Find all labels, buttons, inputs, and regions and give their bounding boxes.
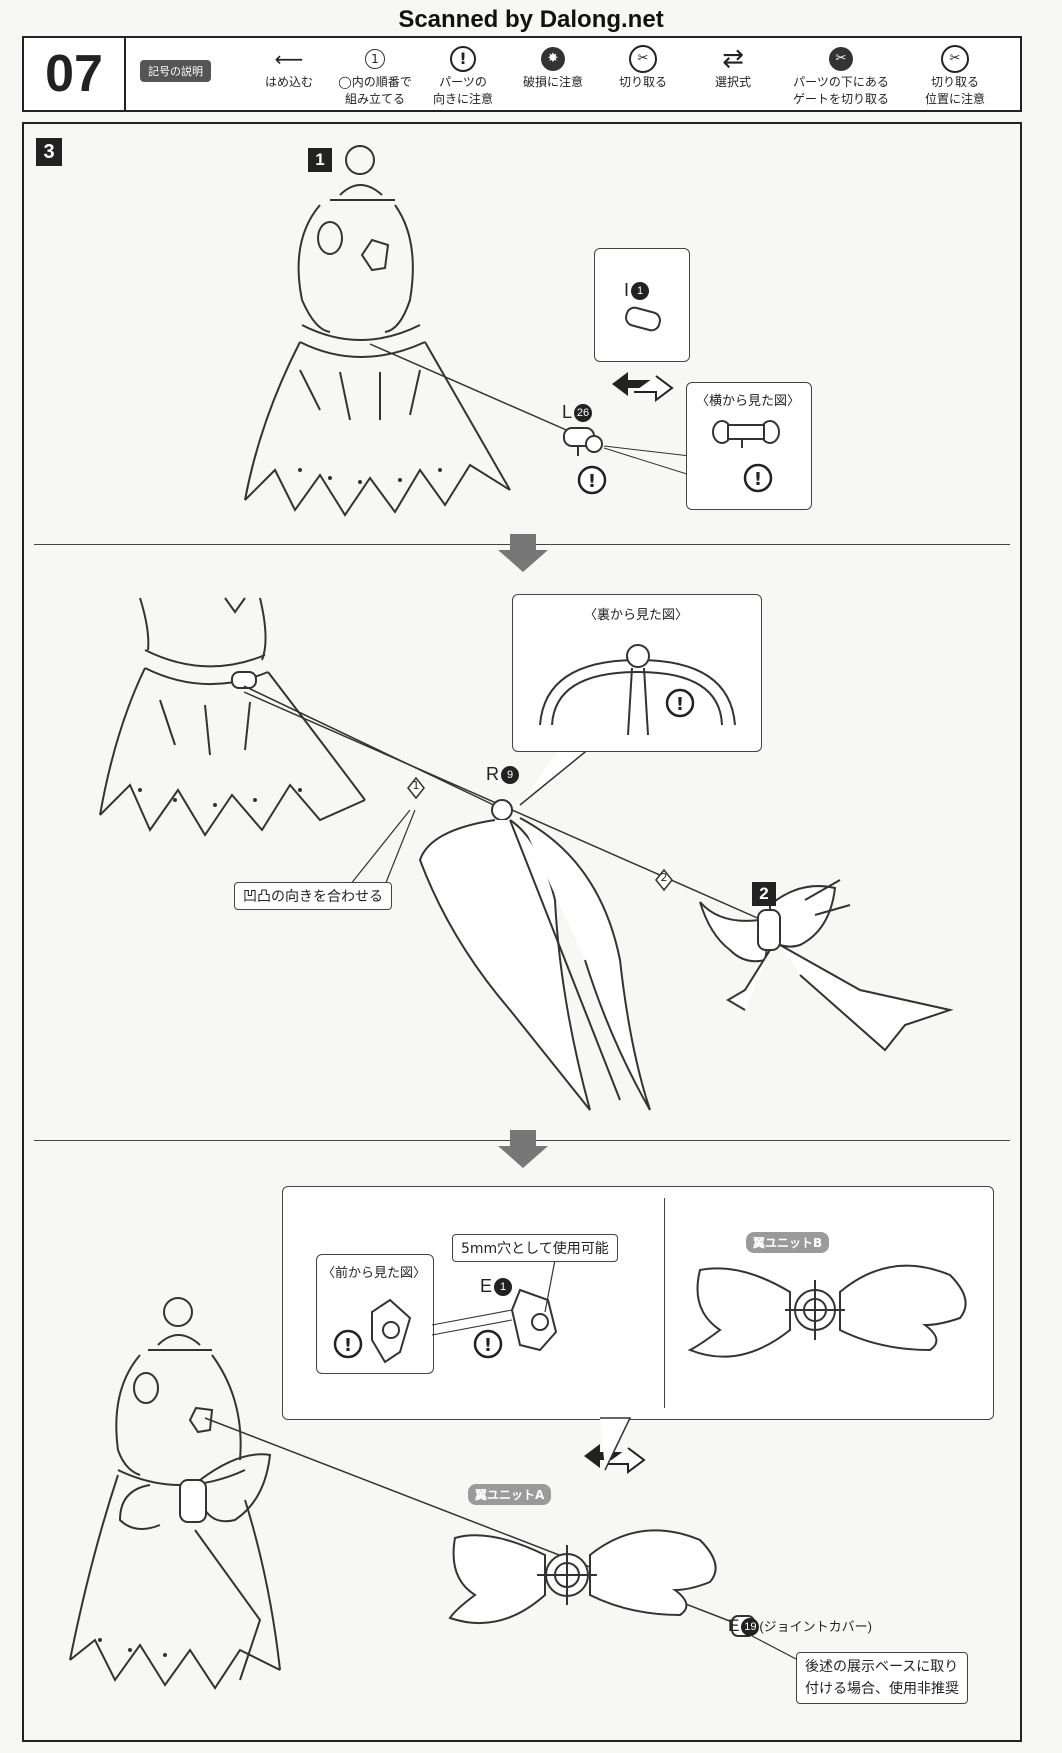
front-view-box	[316, 1254, 434, 1374]
align-note: 凹凸の向きを合わせる	[234, 882, 392, 910]
joint-cover-note: 後述の展示ベースに取り 付ける場合、使用非推奨	[796, 1652, 968, 1704]
legend-item-cut: ✂ 切り取る	[588, 44, 698, 91]
hole-note: 5mm穴として使用可能	[452, 1234, 618, 1262]
legend-item-breakage: ✸ 破損に注意	[498, 44, 608, 91]
choice-arrow-icon: ⇄	[722, 43, 744, 74]
legend-title: 記号の説明	[140, 60, 211, 82]
order-marker-2: 2	[660, 871, 668, 884]
order-marker-1: 1	[412, 779, 420, 792]
legend-item-orientation: ! パーツの 向きに注意	[408, 44, 518, 108]
instruction-frame	[22, 122, 1022, 1742]
svg-text:!: !	[344, 1335, 352, 1356]
side-view-title: 〈横から見た図〉	[695, 394, 800, 409]
gate-cut-icon: ✂	[829, 47, 853, 71]
svg-text:!: !	[484, 1335, 492, 1356]
legend-item-snap: ⟵ はめ込む	[264, 46, 313, 90]
options-divider	[664, 1198, 665, 1408]
cut-icon: ✂	[629, 45, 657, 73]
step-number-badge: 3	[36, 138, 62, 166]
svg-text:!: !	[754, 469, 762, 490]
part-i-callout	[594, 248, 690, 362]
wing-unit-a-label: 翼ユニットA	[468, 1484, 552, 1505]
legend-item-cut-position: ✂ 切り取る 位置に注意	[900, 44, 1010, 108]
wing-unit-b-label: 翼ユニットB	[746, 1232, 830, 1253]
front-view-title: 〈前から見た図〉	[321, 1266, 426, 1281]
breakage-icon: ✸	[541, 47, 565, 71]
substep-2-badge: 2	[752, 882, 776, 906]
page-number: 07	[24, 38, 126, 110]
watermark: Scanned by Dalong.net	[398, 6, 664, 33]
arrow-left-icon: ⟵	[274, 46, 304, 71]
back-view-title: 〈裏から見た図〉	[583, 608, 688, 623]
legend-item-choice: ⇄ 選択式	[714, 43, 751, 90]
svg-text:!: !	[676, 694, 684, 715]
choice-arrow-icon	[612, 372, 674, 402]
legend-item-order: 1 ◯内の順番で 組み立てる	[320, 44, 430, 108]
cut-position-icon: ✂	[941, 45, 969, 73]
substep-1-badge: 1	[308, 148, 332, 172]
legend-header: 07 記号の説明 ⟵ はめ込む 1 ◯内の順番で 組み立てる ! パーツの 向き…	[22, 36, 1022, 112]
legend-item-gate-cut: ✂ パーツの下にある ゲートを切り取る	[776, 44, 906, 108]
caution-icon: !	[450, 46, 476, 72]
circle-number-icon: 1	[365, 49, 385, 69]
svg-text:!: !	[588, 471, 596, 492]
